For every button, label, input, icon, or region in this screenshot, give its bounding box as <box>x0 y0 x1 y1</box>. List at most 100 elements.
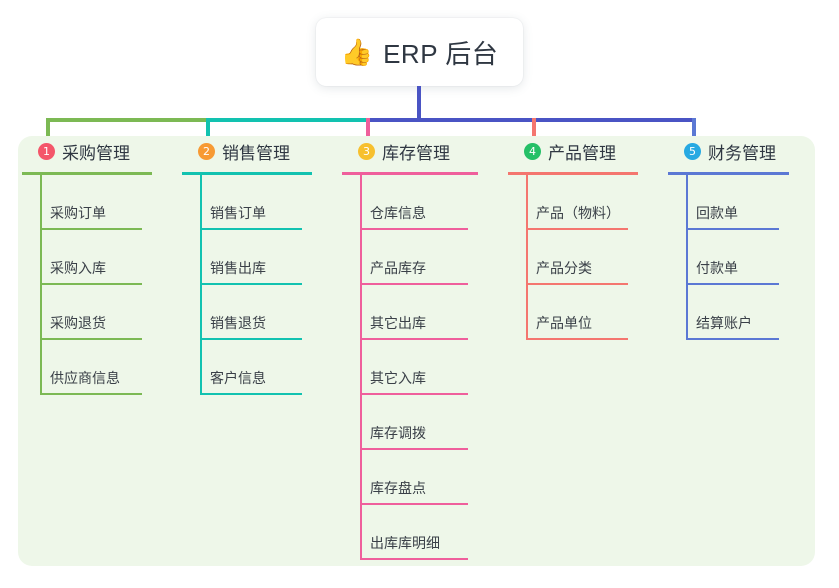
branch-header-2[interactable]: 2 销售管理 <box>178 136 338 166</box>
branch-item[interactable]: 产品单位 <box>504 285 664 340</box>
branch-item[interactable]: 客户信息 <box>178 340 338 395</box>
branch-item-rule <box>526 228 628 230</box>
branch-column-2: 2 销售管理销售订单销售出库销售退货客户信息 <box>178 136 338 395</box>
branch-item[interactable]: 其它出库 <box>338 285 504 340</box>
branch-item-list: 采购订单采购入库采购退货供应商信息 <box>18 175 178 395</box>
branch-header-rule <box>22 172 152 175</box>
branch-item[interactable]: 销售退货 <box>178 285 338 340</box>
branch-item-label: 产品分类 <box>536 260 592 276</box>
branch-item-rule <box>40 228 142 230</box>
branch-item-list: 回款单付款单结算账户 <box>664 175 815 340</box>
branch-item[interactable]: 产品（物料） <box>504 175 664 230</box>
branch-item[interactable]: 回款单 <box>664 175 815 230</box>
branch-spine <box>360 175 362 560</box>
branch-number-badge: 5 <box>684 142 701 160</box>
branch-title: 库存管理 <box>382 143 450 163</box>
branch-spine <box>40 175 42 395</box>
branch-number-badge: 4 <box>524 142 541 160</box>
branch-item-label: 其它入库 <box>370 370 426 386</box>
branch-item-label: 客户信息 <box>210 370 266 386</box>
branch-item[interactable]: 结算账户 <box>664 285 815 340</box>
branch-item-label: 产品库存 <box>370 260 426 276</box>
branch-item-rule <box>360 283 468 285</box>
branch-title: 采购管理 <box>62 143 130 163</box>
branch-header-rule <box>342 172 478 175</box>
branch-item-rule <box>360 228 468 230</box>
branch-item[interactable]: 出库库明细 <box>338 505 504 560</box>
branch-column-5: 5 财务管理回款单付款单结算账户 <box>664 136 815 340</box>
branch-header-5[interactable]: 5 财务管理 <box>664 136 815 166</box>
branch-item[interactable]: 销售出库 <box>178 230 338 285</box>
branch-title: 财务管理 <box>708 143 776 163</box>
branch-number-badge: 1 <box>38 142 55 160</box>
branch-item-rule <box>200 228 302 230</box>
connector-bar-segment-2 <box>206 118 370 122</box>
branch-header-1[interactable]: 1 采购管理 <box>18 136 178 166</box>
branch-header-rule <box>508 172 638 175</box>
connector-bar-segment-1 <box>46 118 210 122</box>
branch-number-badge: 3 <box>358 142 375 160</box>
branch-item-label: 产品单位 <box>536 315 592 331</box>
branch-item[interactable]: 产品库存 <box>338 230 504 285</box>
branch-item-rule <box>360 558 468 560</box>
branch-item-label: 仓库信息 <box>370 205 426 221</box>
page-title: ERP 后台 <box>383 38 499 69</box>
branch-item-label: 采购入库 <box>50 260 106 276</box>
branch-item[interactable]: 库存盘点 <box>338 450 504 505</box>
branch-item-label: 采购退货 <box>50 315 106 331</box>
root-node-card[interactable]: 👍 ERP 后台 <box>316 18 523 86</box>
branch-title: 销售管理 <box>222 143 290 163</box>
branch-header-3[interactable]: 3 库存管理 <box>338 136 504 166</box>
branch-item[interactable]: 产品分类 <box>504 230 664 285</box>
branch-header-rule <box>182 172 312 175</box>
branch-item-rule <box>40 283 142 285</box>
branch-item-rule <box>526 338 628 340</box>
branch-number-badge: 2 <box>198 142 215 160</box>
branch-item-label: 库存调拨 <box>370 425 426 441</box>
branch-item-rule <box>686 338 779 340</box>
branch-item[interactable]: 采购入库 <box>18 230 178 285</box>
branch-item-rule <box>200 283 302 285</box>
branch-item[interactable]: 采购订单 <box>18 175 178 230</box>
branch-item-label: 付款单 <box>696 260 738 276</box>
connector-bar-segment-3 <box>366 118 696 122</box>
branch-column-3: 3 库存管理仓库信息产品库存其它出库其它入库库存调拨库存盘点出库库明细 <box>338 136 504 560</box>
branch-item[interactable]: 付款单 <box>664 230 815 285</box>
branch-spine <box>200 175 202 395</box>
branch-item-label: 结算账户 <box>696 315 752 331</box>
branch-item-rule <box>360 393 468 395</box>
branch-item[interactable]: 供应商信息 <box>18 340 178 395</box>
branch-item-rule <box>40 338 142 340</box>
branch-item-label: 回款单 <box>696 205 738 221</box>
branch-item-label: 出库库明细 <box>370 535 440 551</box>
branch-title: 产品管理 <box>548 143 616 163</box>
branch-item[interactable]: 销售订单 <box>178 175 338 230</box>
branch-item-label: 供应商信息 <box>50 370 120 386</box>
branch-item[interactable]: 其它入库 <box>338 340 504 395</box>
branch-item-list: 产品（物料） 产品分类产品单位 <box>504 175 664 340</box>
branch-item-list: 销售订单销售出库销售退货客户信息 <box>178 175 338 395</box>
branch-item[interactable]: 库存调拨 <box>338 395 504 450</box>
branch-column-4: 4 产品管理产品（物料） 产品分类产品单位 <box>504 136 664 340</box>
branch-item[interactable]: 仓库信息 <box>338 175 504 230</box>
branch-item-rule <box>360 503 468 505</box>
branch-item-rule <box>686 283 779 285</box>
branch-item-list: 仓库信息产品库存其它出库其它入库库存调拨库存盘点出库库明细 <box>338 175 504 560</box>
branches-panel: 1 采购管理采购订单采购入库采购退货供应商信息 2 销售管理销售订单销售出库销售退货客… <box>18 136 815 566</box>
branch-item-rule <box>200 393 302 395</box>
branch-spine <box>686 175 688 340</box>
branch-item-label: 销售订单 <box>210 205 266 221</box>
branch-item-label: 采购订单 <box>50 205 106 221</box>
branch-item[interactable]: 采购退货 <box>18 285 178 340</box>
branch-item-label: 其它出库 <box>370 315 426 331</box>
branch-item-rule <box>686 228 779 230</box>
branch-item-rule <box>40 393 142 395</box>
branch-item-label: 产品（物料） <box>536 205 620 221</box>
branch-header-4[interactable]: 4 产品管理 <box>504 136 664 166</box>
branch-header-rule <box>668 172 789 175</box>
root-stem <box>417 86 421 122</box>
branch-item-rule <box>200 338 302 340</box>
branch-column-1: 1 采购管理采购订单采购入库采购退货供应商信息 <box>18 136 178 395</box>
branch-item-rule <box>360 338 468 340</box>
